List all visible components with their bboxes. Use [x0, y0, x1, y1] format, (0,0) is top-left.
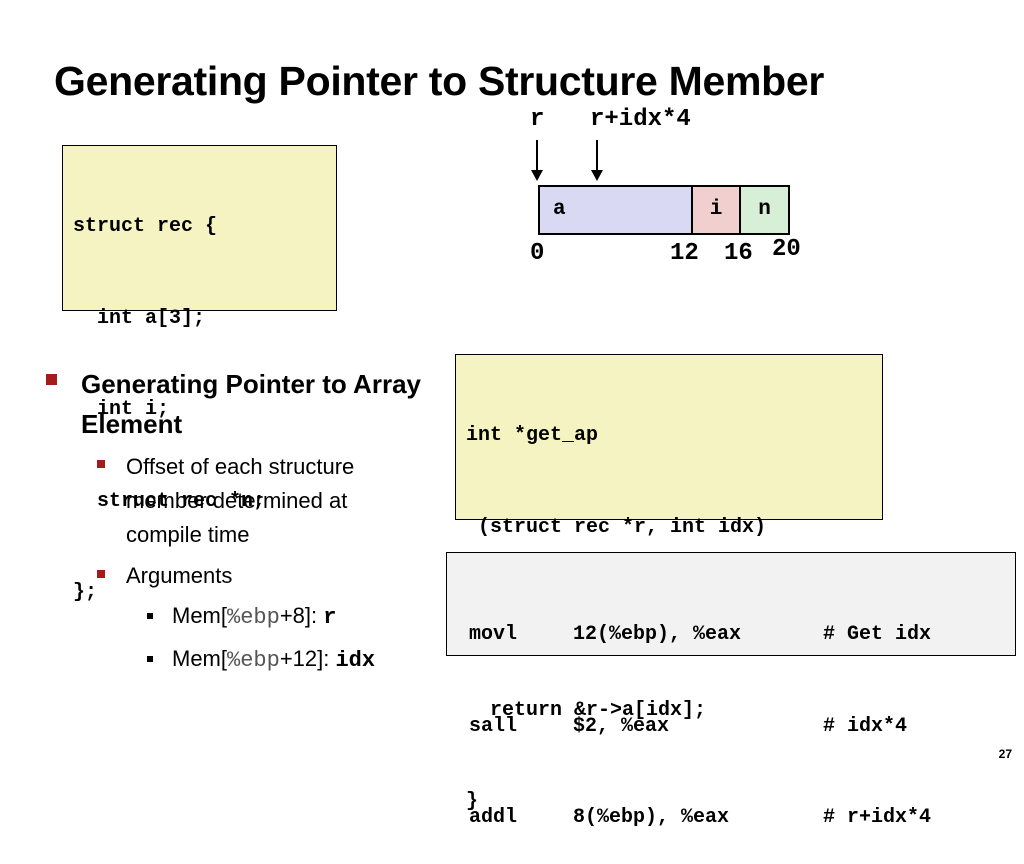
register-ebp: %ebp	[227, 605, 280, 630]
asm-args: $2, %eax	[573, 714, 670, 738]
code-line: (struct rec *r, int idx)	[466, 515, 767, 539]
register-ebp: %ebp	[227, 648, 280, 673]
bullet-arg-idx: Mem[%ebp+12]: idx	[172, 642, 375, 678]
bullet-arg-r: Mem[%ebp+8]: r	[172, 599, 336, 635]
bullet-sub-offset: Offset of each structure member determin…	[126, 454, 355, 547]
arg-prefix: Mem[	[172, 603, 227, 628]
bullet-marker	[147, 613, 153, 619]
cell-label: n	[758, 198, 771, 221]
offset-label: 0	[530, 240, 545, 267]
code-line: int a[3];	[73, 306, 206, 330]
code-line: return &r->a[idx];	[466, 698, 707, 722]
asm-op: movl	[469, 623, 518, 646]
cell-label: i	[709, 198, 723, 221]
asm-args: 12(%ebp), %eax	[573, 623, 742, 646]
memory-cell-i: i	[691, 185, 741, 235]
bullet-sub-arguments: Arguments	[126, 563, 233, 588]
memory-cell-n: n	[739, 185, 790, 235]
arrow-r	[536, 140, 538, 170]
code-line: int i;	[73, 398, 170, 421]
bullet-marker	[147, 656, 153, 662]
asm-args: 8(%ebp), %eax	[573, 806, 730, 829]
function-code: int *get_ap (struct rec *r, int idx) { r…	[455, 354, 883, 813]
memory-cell-a: a	[538, 185, 693, 235]
bullet-main-text: Generating Pointer to Array Element	[81, 369, 421, 439]
asm-comment: # Get idx	[823, 623, 932, 646]
assembly-code: movl 12(%ebp), %eax # Get idx sall $2, %…	[446, 552, 1016, 829]
cell-label: a	[553, 198, 566, 221]
offset-label: 12	[670, 240, 699, 267]
arg-name: idx	[335, 648, 376, 673]
asm-op: addl	[469, 806, 518, 829]
pointer-label-r-idx: r+idx*4	[590, 106, 691, 133]
asm-comment: # r+idx*4	[823, 806, 932, 829]
slide-number: 27	[998, 747, 1012, 761]
bullet-marker	[97, 570, 105, 578]
arg-offset: +8]:	[279, 603, 324, 628]
pointer-label-r: r	[530, 106, 545, 133]
code-line: struct rec {	[73, 215, 218, 238]
asm-comment: # idx*4	[823, 714, 908, 738]
bullet-marker	[97, 460, 105, 468]
arrow-r-idx-head	[591, 170, 603, 181]
asm-line: sall $2, %eax # idx*4	[469, 712, 1015, 743]
bullet-marker	[46, 374, 57, 385]
asm-line: addl 8(%ebp), %eax # r+idx*4	[469, 803, 1015, 834]
arrow-r-idx	[596, 140, 598, 170]
struct-definition-code: struct rec { int a[3]; int i; struct rec…	[62, 145, 337, 604]
arg-prefix: Mem[	[172, 646, 227, 671]
arg-offset: +12]:	[279, 646, 336, 671]
slide-title: Generating Pointer to Structure Member	[54, 58, 825, 104]
asm-op: sall	[469, 714, 518, 738]
arg-name: r	[323, 605, 337, 630]
offset-label: 16	[724, 240, 753, 267]
code-line: struct rec *n;	[73, 489, 266, 513]
code-line: int *get_ap	[466, 424, 599, 447]
code-line: };	[73, 581, 98, 604]
asm-line: movl 12(%ebp), %eax # Get idx	[469, 620, 1015, 651]
offset-label: 20	[772, 236, 801, 263]
arrow-r-head	[531, 170, 543, 181]
